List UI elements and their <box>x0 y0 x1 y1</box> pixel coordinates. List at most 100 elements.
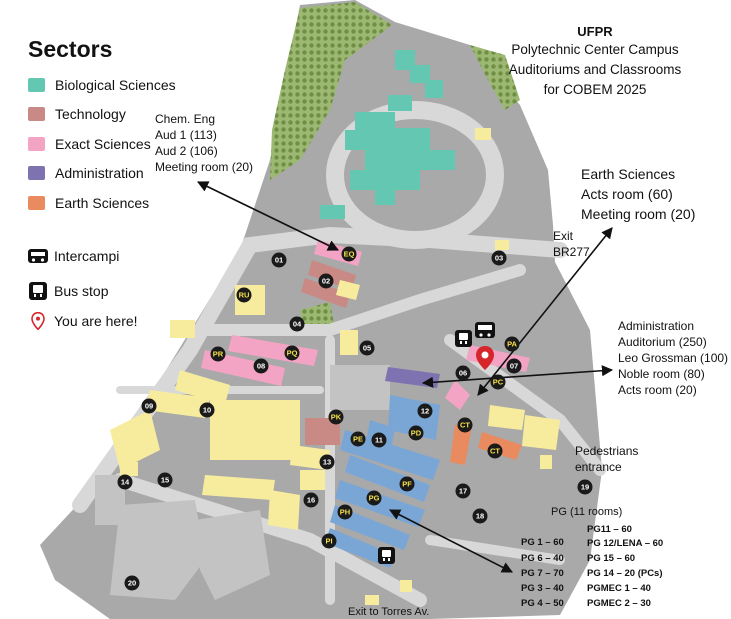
marker-circle <box>359 340 375 356</box>
marker-circle <box>472 508 488 524</box>
callout-line: Aud 2 (106) <box>155 144 218 158</box>
building-marker-05: 05 <box>359 340 375 356</box>
callout-line: Meeting room (20) <box>581 206 696 222</box>
marker-circle <box>504 336 520 352</box>
building-marker-pa: PA <box>504 336 520 352</box>
pg-room: PGMEC 2 – 30 <box>587 598 651 609</box>
legend-label: Biological Sciences <box>55 77 176 93</box>
callout-line: Meeting room (20) <box>155 160 254 174</box>
forest-north <box>270 2 392 180</box>
pg-room: PG 7 – 70 <box>521 568 564 579</box>
administration-callout: Administration Auditorium (250) Leo Gros… <box>618 318 728 398</box>
marker-circle <box>399 476 415 492</box>
marker-label: PH <box>340 508 350 517</box>
map-bus-stop-icon-south <box>378 547 395 564</box>
callout-line: Noble room (80) <box>618 367 705 381</box>
map-location-pin-icon <box>476 346 494 370</box>
marker-label: 08 <box>257 362 265 371</box>
legend-label: You are here! <box>54 313 138 329</box>
legend-item-bus-stop: Bus stop <box>28 281 108 301</box>
callout-line: Leo Grossman (100) <box>618 351 729 365</box>
legend-title: Sectors <box>28 36 113 62</box>
marker-circle <box>417 403 433 419</box>
bus-stop-icon <box>29 282 47 300</box>
callout-line: Administration <box>618 319 695 333</box>
exit-torres-label: Exit to Torres Av. <box>348 606 430 618</box>
building-marker-08: 08 <box>253 358 269 374</box>
pg-room: PG 1 – 60 <box>521 537 564 548</box>
building-marker-12: 12 <box>417 403 433 419</box>
biological-sciences-buildings <box>320 50 455 219</box>
pg-room: PG 14 – 20 (PCs) <box>587 568 663 579</box>
marker-circle <box>236 287 252 303</box>
building-marker-18: 18 <box>472 508 488 524</box>
exact-sciences-swatch <box>28 137 45 151</box>
pg-room: PG 15 – 60 <box>587 553 636 564</box>
building-marker-ru: RU <box>236 287 252 303</box>
building-marker-17: 17 <box>455 483 471 499</box>
marker-label: 02 <box>322 277 330 286</box>
marker-circle <box>210 346 226 362</box>
pg-room: PG 6 – 40 <box>521 553 564 564</box>
building-marker-02: 02 <box>318 273 334 289</box>
marker-label: PR <box>213 350 224 359</box>
marker-circle <box>350 431 366 447</box>
forest-top-right <box>470 45 520 110</box>
marker-circle <box>455 365 471 381</box>
legend-item-you-are-here: You are here! <box>28 311 138 331</box>
marker-circle <box>271 252 287 268</box>
building-marker-pc: PC <box>490 374 506 390</box>
marker-circle <box>199 402 215 418</box>
marker-label: 04 <box>293 320 302 329</box>
callout-line: Aud 1 (113) <box>155 128 217 142</box>
building-marker-ph: PH <box>337 504 353 520</box>
building-marker-pq: PQ <box>284 345 300 361</box>
building-marker-06: 06 <box>455 365 471 381</box>
marker-label: 19 <box>581 483 589 492</box>
legend-item-earth-sciences: Earth Sciences <box>28 193 149 213</box>
marker-label: PK <box>331 413 342 422</box>
legend-label: Intercampi <box>54 248 120 264</box>
building-marker-pr: PR <box>210 346 226 362</box>
parking-lots <box>95 365 390 600</box>
marker-label: PC <box>493 378 504 387</box>
pg-room: PG 3 – 40 <box>521 583 564 594</box>
building-marker-eq: EQ <box>341 246 357 262</box>
callout-line: Exit <box>553 229 574 243</box>
marker-circle <box>337 504 353 520</box>
pedestrians-entrance-label: Pedestrians entrance <box>575 443 638 475</box>
marker-label: EQ <box>344 250 355 259</box>
building-marker-04: 04 <box>289 316 305 332</box>
subtitle-line: for COBEM 2025 <box>543 82 647 97</box>
marker-circle <box>253 358 269 374</box>
building-marker-16: 16 <box>303 492 319 508</box>
legend-label: Exact Sciences <box>55 136 151 152</box>
legend-item-administration: Administration <box>28 163 144 183</box>
building-marker-pd: PD <box>408 425 424 441</box>
map-bus-stop-icon <box>455 330 472 347</box>
marker-circle <box>124 575 140 591</box>
building-marker-pf: PF <box>399 476 415 492</box>
building-marker-03: 03 <box>491 250 507 266</box>
general-buildings <box>110 128 560 605</box>
legend-label: Earth Sciences <box>55 195 150 211</box>
building-marker-pe: PE <box>350 431 366 447</box>
callout-arrows <box>196 181 614 573</box>
callout-line: Auditorium (250) <box>618 335 707 349</box>
marker-circle <box>457 417 473 433</box>
marker-label: 11 <box>375 436 383 445</box>
marker-label: 07 <box>510 362 518 371</box>
earth-sciences-callout: Earth Sciences Acts room (60) Meeting ro… <box>581 164 695 224</box>
technology-swatch <box>28 107 45 121</box>
marker-circle <box>284 345 300 361</box>
callout-line: Acts room (60) <box>581 186 673 202</box>
callout-line: Earth Sciences <box>581 166 676 182</box>
legend-label: Bus stop <box>54 283 109 299</box>
building-marker-10: 10 <box>199 402 215 418</box>
subtitle-line: Polytechnic Center Campus <box>511 42 679 57</box>
marker-label: CT <box>460 421 470 430</box>
marker-circle <box>341 246 357 262</box>
building-marker-01: 01 <box>271 252 287 268</box>
